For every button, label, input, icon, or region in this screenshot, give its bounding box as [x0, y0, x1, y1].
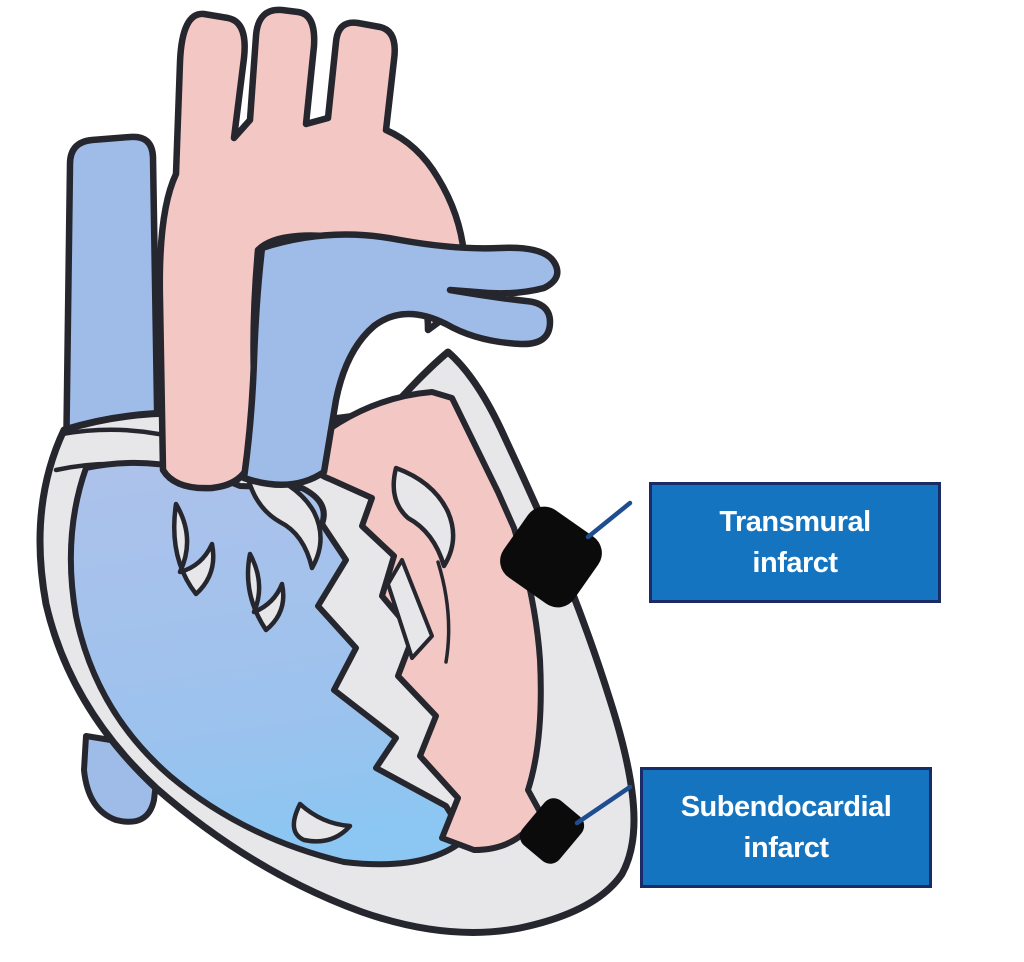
- subendocardial-infarct-label: Subendocardial infarct: [640, 767, 932, 888]
- subendocardial-label-line1: Subendocardial: [680, 790, 892, 823]
- subendocardial-label-line2: infarct: [743, 831, 829, 864]
- right-heart-chamber: [67, 459, 469, 868]
- trabecula-hook-1: [171, 501, 216, 597]
- transmural-infarct-marker: [500, 506, 602, 608]
- pulmonary-artery: [240, 231, 561, 488]
- mitral-valve-leaflet: [391, 465, 456, 569]
- transmural-infarct-label: Transmural infarct: [649, 482, 941, 603]
- tricuspid-valve-leaflet: [243, 465, 323, 571]
- trabecula-hook-2: [245, 551, 286, 633]
- chordae-tendineae: [436, 560, 451, 664]
- papillary-muscle: [386, 558, 434, 660]
- subendocardial-leader-line: [574, 784, 633, 826]
- transmural-leader-line: [585, 500, 633, 540]
- trabecula-hook-3: [291, 801, 353, 844]
- transmural-label-line2: infarct: [752, 546, 838, 579]
- subendocardial-infarct-marker: [519, 798, 585, 864]
- transmural-label-line1: Transmural: [719, 505, 871, 538]
- superior-vena-cava: [62, 133, 162, 472]
